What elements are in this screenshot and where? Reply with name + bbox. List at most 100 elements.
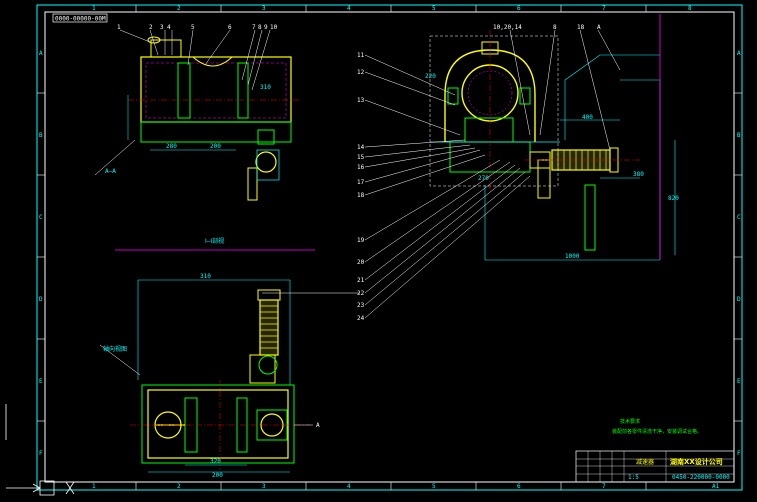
balloon: A [597,24,601,31]
zone-row-label: A [737,50,741,57]
view-arrow-label: A [316,422,320,429]
zone-col-label: 4 [347,5,351,12]
dimension: 310 [200,273,211,280]
zone-row-label: B [737,132,741,139]
side-view-chute [584,184,596,251]
drawing-code-tag: 0000-00000-00M [55,16,106,23]
zone-row-label: E [737,378,741,385]
plan-view[interactable]: 310 320 200 A 轴向视图 [99,273,360,479]
balloon: 10 [270,24,278,31]
top-view-housing-inner [145,62,287,119]
dimension: 220 [425,73,436,80]
top-view-flange-left [177,62,191,119]
side-view-leaders [364,54,531,319]
side-view-drum-inner [467,70,513,116]
balloon: 21 [357,277,365,284]
balloon: 8 [553,24,557,31]
zone-col-label: 5 [432,483,436,490]
top-view-outlet-round [255,151,277,173]
zone-col-labels-top: 1 2 3 4 5 6 7 8 [92,5,692,12]
plan-view-housing [141,384,295,464]
balloon: 20 [357,259,365,266]
balloon: 14 [357,144,365,151]
zone-row-label: A [39,50,43,57]
zone-col-label: 2 [177,483,181,490]
balloon: 11 [357,52,365,59]
plan-view-right-port [260,413,284,437]
notes-title: 技术要求 [620,418,640,425]
ucs-icon [5,404,75,496]
zone-col-label: 5 [432,5,436,12]
balloon: 16 [357,164,365,171]
side-view-left-nozzle [447,87,459,105]
zone-col-label: 3 [262,5,266,12]
section-label: Ⅰ—Ⅰ剖视 [205,237,224,245]
dimension: 200 [212,472,223,479]
dimension: 380 [633,171,644,178]
title-block[interactable]: 减速器 湖南XX设计公司 0450-220000-0000 1:5 A1 [575,450,735,490]
top-view-valve-body [256,149,280,181]
top-view-outlet [257,129,275,145]
zone-col-label: 8 [688,5,692,12]
dimension: 1000 [565,253,580,260]
top-view-fitting [150,39,182,58]
zone-row-labels: A B C D E F A B C D E F [39,50,741,457]
dimension: 310 [260,84,271,91]
zone-col-label: 6 [517,5,521,12]
balloon: 2 [149,24,153,31]
technical-notes: 技术要求 装配前各零件清洗干净，安装调试合格。 [612,418,702,435]
side-view[interactable]: 10,20,14 8 18 A 220 270 400 380 1000 820 [425,14,679,261]
plan-view-valve-round [258,355,278,375]
view-callout: A—A [105,168,116,175]
dimension: 400 [582,114,593,121]
zone-col-label: 7 [602,483,606,490]
zone-ticks [37,5,742,490]
zone-row-label: F [737,450,741,457]
sheet-outer-frame [36,4,743,491]
plan-view-top-flange [257,289,281,301]
dimension: 200 [210,143,221,150]
notes-body: 装配前各零件清洗干净，安装调试合格。 [612,428,702,435]
balloon: 4 [167,24,171,31]
balloon: 18 [357,192,365,199]
balloon: 9 [264,24,268,31]
zone-col-label: 7 [602,5,606,12]
balloon: 18 [577,24,585,31]
dimension: 820 [668,195,679,202]
side-view-envelope [429,35,559,187]
top-view-valve [247,167,258,201]
balloon: 7 [252,24,256,31]
zone-col-label: 2 [177,5,181,12]
zone-col-labels-bottom: 1 2 3 4 5 6 7 [92,483,606,490]
sheet-size: A1 [712,483,720,490]
zone-col-label: 1 [92,483,96,490]
balloon: 8 [258,24,262,31]
balloon: 24 [357,315,365,322]
balloon: 3 [160,24,164,31]
plan-view-valve [249,354,276,384]
zone-col-label: 1 [92,5,96,12]
dimension: 270 [478,175,489,182]
balloon: 19 [357,237,365,244]
zone-row-label: C [39,214,43,221]
company-name: 湖南XX设计公司 [670,457,723,466]
side-view-valve [537,159,551,199]
zone-row-label: D [39,296,43,303]
side-view-balloons: 11 12 13 14 15 16 17 18 19 20 21 22 23 2… [357,52,365,322]
top-view-cover-arc [192,56,233,67]
top-view[interactable]: 1 2 3 4 5 6 7 8 9 10 280 200 310 A—A [94,24,300,201]
zone-row-label: E [39,378,43,385]
zone-row-label: B [39,132,43,139]
dimension: 280 [166,143,177,150]
drawing-scale: 1:5 [628,474,639,481]
balloon: 10,20,14 [493,24,522,31]
view-callout: 轴向视图 [103,345,127,353]
plan-view-bellows [259,299,279,356]
balloon: 1 [117,24,121,31]
balloon: 12 [357,69,365,76]
balloon: 13 [357,97,365,104]
drawing-name: 减速器 [636,458,654,466]
balloon: 15 [357,154,365,161]
drawing-code-box [52,13,108,23]
